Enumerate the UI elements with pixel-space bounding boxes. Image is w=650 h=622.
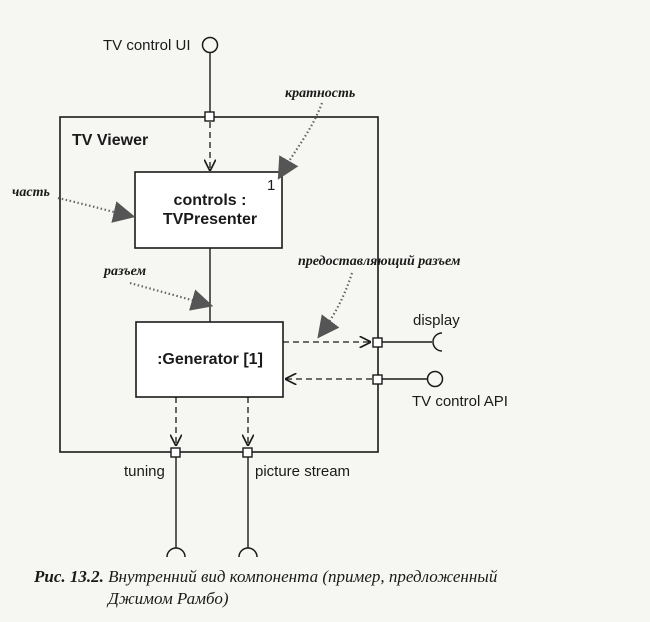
presenter-name-line2: TVPresenter bbox=[163, 211, 257, 228]
caption-line-2: Джимом Рамбо) bbox=[108, 589, 229, 609]
pointer-connector bbox=[129, 281, 214, 311]
caption-line-1: Рис. 13.2. Внутренний вид компонента (пр… bbox=[34, 567, 497, 587]
annotation-providing-connector: предоставляющий разъем bbox=[298, 254, 461, 269]
top-interface-lollipop bbox=[201, 36, 219, 54]
presenter-part bbox=[134, 171, 283, 249]
presenter-name-line1: controls : bbox=[174, 192, 247, 209]
annotation-multiplicity: кратность bbox=[285, 86, 355, 101]
pointer-part bbox=[57, 196, 136, 223]
pointer-multiplicity bbox=[277, 102, 324, 180]
generator-part bbox=[135, 321, 284, 398]
annotation-part: часть bbox=[12, 185, 50, 200]
tuning-label: tuning bbox=[124, 463, 165, 480]
annotation-connector: разъем bbox=[103, 264, 147, 279]
pointer-providing-connector bbox=[317, 272, 354, 339]
tuning-port bbox=[170, 447, 181, 458]
caption-text-1: Внутренний вид компонента (пример, предл… bbox=[108, 567, 498, 586]
display-port bbox=[372, 337, 383, 348]
caption-number: Рис. 13.2. bbox=[34, 567, 104, 586]
component-box bbox=[59, 116, 379, 453]
api-lollipop bbox=[426, 370, 444, 388]
component-title: TV Viewer bbox=[72, 132, 148, 149]
generator-name: :Generator [1] bbox=[157, 351, 263, 368]
picture-socket bbox=[238, 547, 258, 558]
top-port bbox=[204, 111, 215, 122]
top-interface-label: TV control UI bbox=[103, 37, 191, 54]
presenter-multiplicity: 1 bbox=[267, 177, 275, 194]
picture-label: picture stream bbox=[255, 463, 350, 480]
tuning-socket bbox=[166, 547, 186, 558]
api-label: TV control API bbox=[412, 393, 508, 410]
display-label: display bbox=[413, 312, 460, 329]
display-socket bbox=[432, 332, 443, 352]
api-port bbox=[372, 374, 383, 385]
picture-port bbox=[242, 447, 253, 458]
caption-text-2: Джимом Рамбо) bbox=[108, 589, 229, 608]
